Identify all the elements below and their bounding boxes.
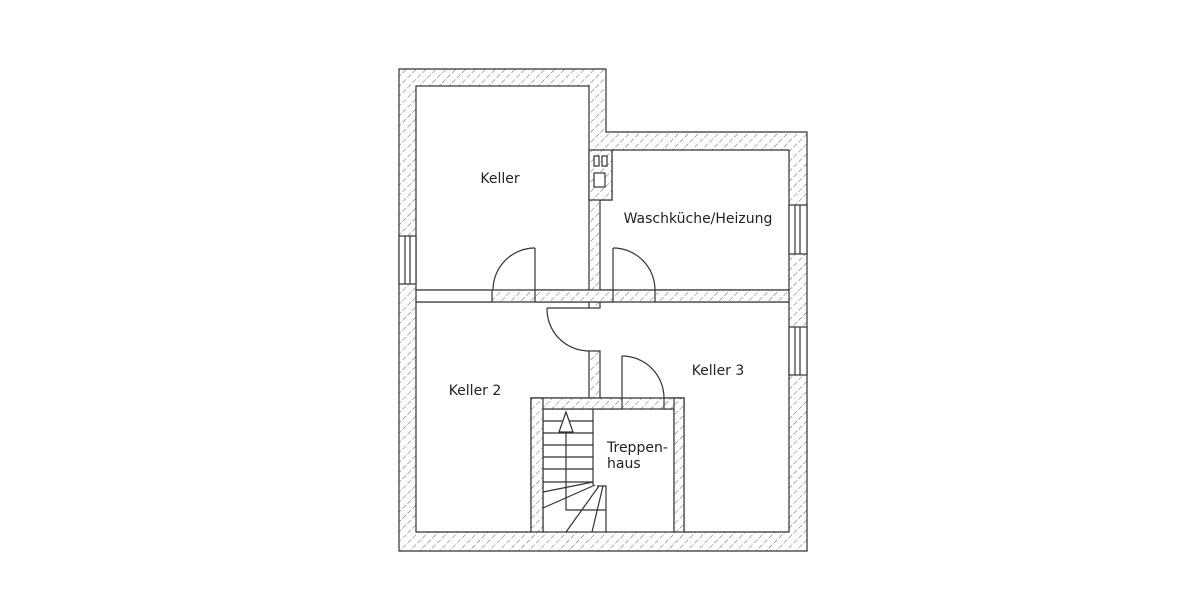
room-label-waschkueche: Waschküche/Heizung bbox=[624, 211, 773, 227]
door-treppenhaus bbox=[621, 355, 665, 399]
room-label-keller: Keller bbox=[480, 171, 519, 187]
staircase bbox=[542, 409, 607, 533]
room-keller bbox=[415, 85, 590, 291]
treppenhaus-top-wall bbox=[530, 397, 623, 410]
door-keller bbox=[492, 247, 536, 291]
wall-keller-light bbox=[415, 289, 493, 303]
stair-direction-arrow-icon bbox=[558, 410, 574, 433]
partition-wall bbox=[588, 350, 601, 399]
chimney-flue bbox=[601, 155, 608, 167]
chimney-flue bbox=[593, 155, 600, 167]
window-keller3 bbox=[788, 326, 808, 376]
window-waschkueche bbox=[788, 204, 808, 255]
room-label-treppenhaus-2: haus bbox=[607, 456, 641, 472]
treppenhaus-left-wall bbox=[530, 397, 544, 533]
partition-stub bbox=[588, 301, 601, 309]
window-left bbox=[398, 235, 417, 285]
wall-keller-hatched bbox=[534, 289, 614, 303]
wall-wasch-hatched bbox=[654, 289, 790, 303]
room-label-keller2: Keller 2 bbox=[449, 383, 502, 399]
room-label-treppenhaus-1: Treppen- bbox=[606, 440, 668, 456]
door-waschkueche bbox=[612, 247, 656, 291]
room-label-keller3: Keller 3 bbox=[692, 363, 745, 379]
door-hall bbox=[546, 307, 590, 352]
treppenhaus-right-wall bbox=[673, 397, 685, 533]
chimney-flue bbox=[593, 172, 606, 188]
